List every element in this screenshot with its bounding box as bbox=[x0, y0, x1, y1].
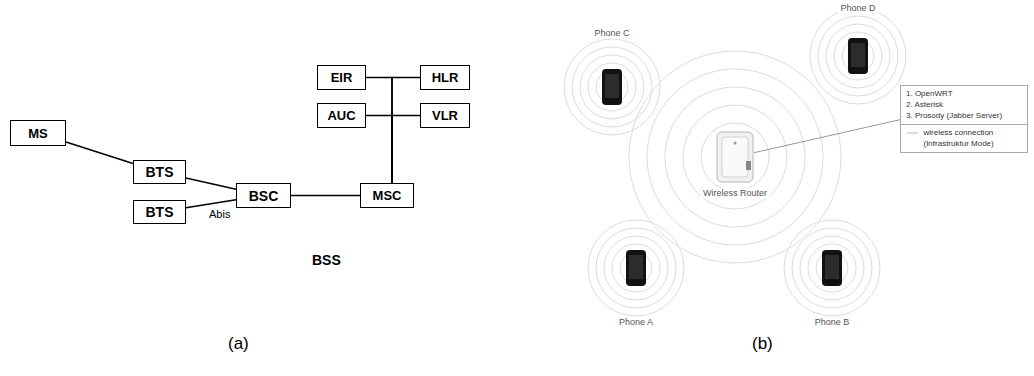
wireless-ripple bbox=[683, 105, 787, 209]
connector-line bbox=[186, 200, 236, 208]
router-led bbox=[734, 142, 737, 145]
wireless-ripple bbox=[564, 39, 660, 135]
node-text: MSC bbox=[373, 188, 402, 203]
legend-text: wireless connection (Infrastruktur Mode) bbox=[923, 128, 1022, 149]
phone-screen bbox=[825, 255, 839, 279]
phone-body bbox=[822, 250, 842, 286]
wireless-ripple bbox=[810, 8, 906, 104]
register-box: HLR bbox=[420, 65, 470, 90]
wireless-ripple bbox=[612, 244, 660, 292]
base-station-box: BTS bbox=[133, 160, 186, 184]
node-text: Phone C bbox=[592, 28, 631, 38]
node-text: HLR bbox=[432, 70, 459, 85]
wireless-ripple bbox=[701, 123, 769, 191]
phone-body bbox=[626, 250, 646, 286]
legend-box: wireless connection (Infrastruktur Mode) bbox=[900, 124, 1028, 153]
phone-body bbox=[602, 69, 622, 105]
switching-center-box: MSC bbox=[360, 183, 414, 208]
phone-node: Phone C bbox=[572, 28, 652, 106]
phone-screen bbox=[605, 74, 619, 98]
subfigure-label: (a) bbox=[228, 334, 249, 354]
node-text: BSC bbox=[249, 188, 279, 204]
node-text: EIR bbox=[331, 70, 353, 85]
connector-line bbox=[66, 142, 133, 164]
connector-line bbox=[291, 195, 360, 197]
wireless-ripple bbox=[792, 228, 872, 308]
wireless-ripple bbox=[588, 220, 684, 316]
legend-swatch bbox=[906, 128, 918, 138]
router-icon bbox=[716, 131, 754, 183]
base-station-box: BTS bbox=[133, 200, 186, 224]
wireless-ripple bbox=[596, 228, 676, 308]
subfigure-label: (b) bbox=[752, 334, 773, 354]
phone-screen bbox=[851, 43, 865, 67]
router-node: Wireless Router bbox=[695, 131, 775, 198]
node-text: Phone A bbox=[617, 317, 655, 327]
wireless-ripple bbox=[647, 69, 823, 245]
phone-body bbox=[848, 38, 868, 74]
wireless-ripple bbox=[834, 32, 882, 80]
node-text: Phone D bbox=[838, 3, 877, 13]
bss-region: BSSBTSBTSBSC bbox=[95, 92, 310, 307]
node-text: BSS bbox=[312, 252, 341, 268]
wireless-ripple bbox=[818, 16, 898, 96]
node-text: 2. Asterisk bbox=[906, 100, 1022, 111]
phone-node: Phone A bbox=[596, 249, 676, 327]
phone-node: Phone B bbox=[792, 249, 872, 327]
node-text: Phone B bbox=[813, 317, 852, 327]
phone-icon bbox=[847, 37, 869, 75]
connector-line bbox=[754, 120, 900, 153]
register-box: EIR bbox=[317, 65, 366, 90]
phone-icon bbox=[625, 249, 647, 287]
register-box: AUC bbox=[317, 103, 366, 128]
legend-entry: wireless connection (Infrastruktur Mode) bbox=[906, 128, 1022, 149]
node-text: AUC bbox=[327, 108, 355, 123]
register-box: VLR bbox=[420, 103, 470, 128]
node-text: 1. OpenWRT bbox=[906, 89, 1022, 100]
interface-label: Abis bbox=[209, 208, 230, 220]
region-fill bbox=[95, 92, 310, 307]
wireless-ripple bbox=[604, 236, 668, 300]
wireless-ripple bbox=[808, 244, 856, 292]
controller-box: BSC bbox=[236, 183, 291, 208]
router-body bbox=[717, 132, 753, 182]
node-text: BTS bbox=[146, 164, 174, 180]
node-text: 3. Prosody (Jabber Server) bbox=[906, 111, 1022, 122]
phone-node: Phone D bbox=[818, 3, 898, 75]
wireless-ripple bbox=[665, 87, 805, 227]
wireless-ripple bbox=[784, 220, 880, 316]
wireless-ripple bbox=[629, 51, 841, 263]
legend-line-sample bbox=[907, 133, 918, 134]
connector-line bbox=[366, 116, 392, 184]
router-port bbox=[746, 161, 751, 170]
phone-icon bbox=[821, 249, 843, 287]
node-text: Wireless Router bbox=[701, 188, 769, 198]
wireless-ripple bbox=[572, 47, 652, 127]
phone-icon bbox=[601, 68, 623, 106]
connector-line bbox=[186, 178, 236, 189]
connector-line bbox=[392, 116, 420, 184]
connector-line bbox=[392, 78, 420, 184]
connector-line bbox=[366, 78, 392, 184]
phone-screen bbox=[629, 255, 643, 279]
wireless-ripple bbox=[826, 24, 890, 88]
wireless-ripple bbox=[580, 55, 644, 119]
mobile-station-box: MS bbox=[10, 120, 66, 146]
router-face bbox=[722, 137, 748, 177]
wireless-ripple bbox=[800, 236, 864, 300]
wireless-ripple bbox=[588, 63, 636, 111]
software-note-box: 1. OpenWRT2. Asterisk3. Prosody (Jabber … bbox=[900, 85, 1028, 125]
node-text: MS bbox=[28, 126, 48, 141]
node-text: VLR bbox=[432, 108, 458, 123]
node-text: BTS bbox=[146, 204, 174, 220]
